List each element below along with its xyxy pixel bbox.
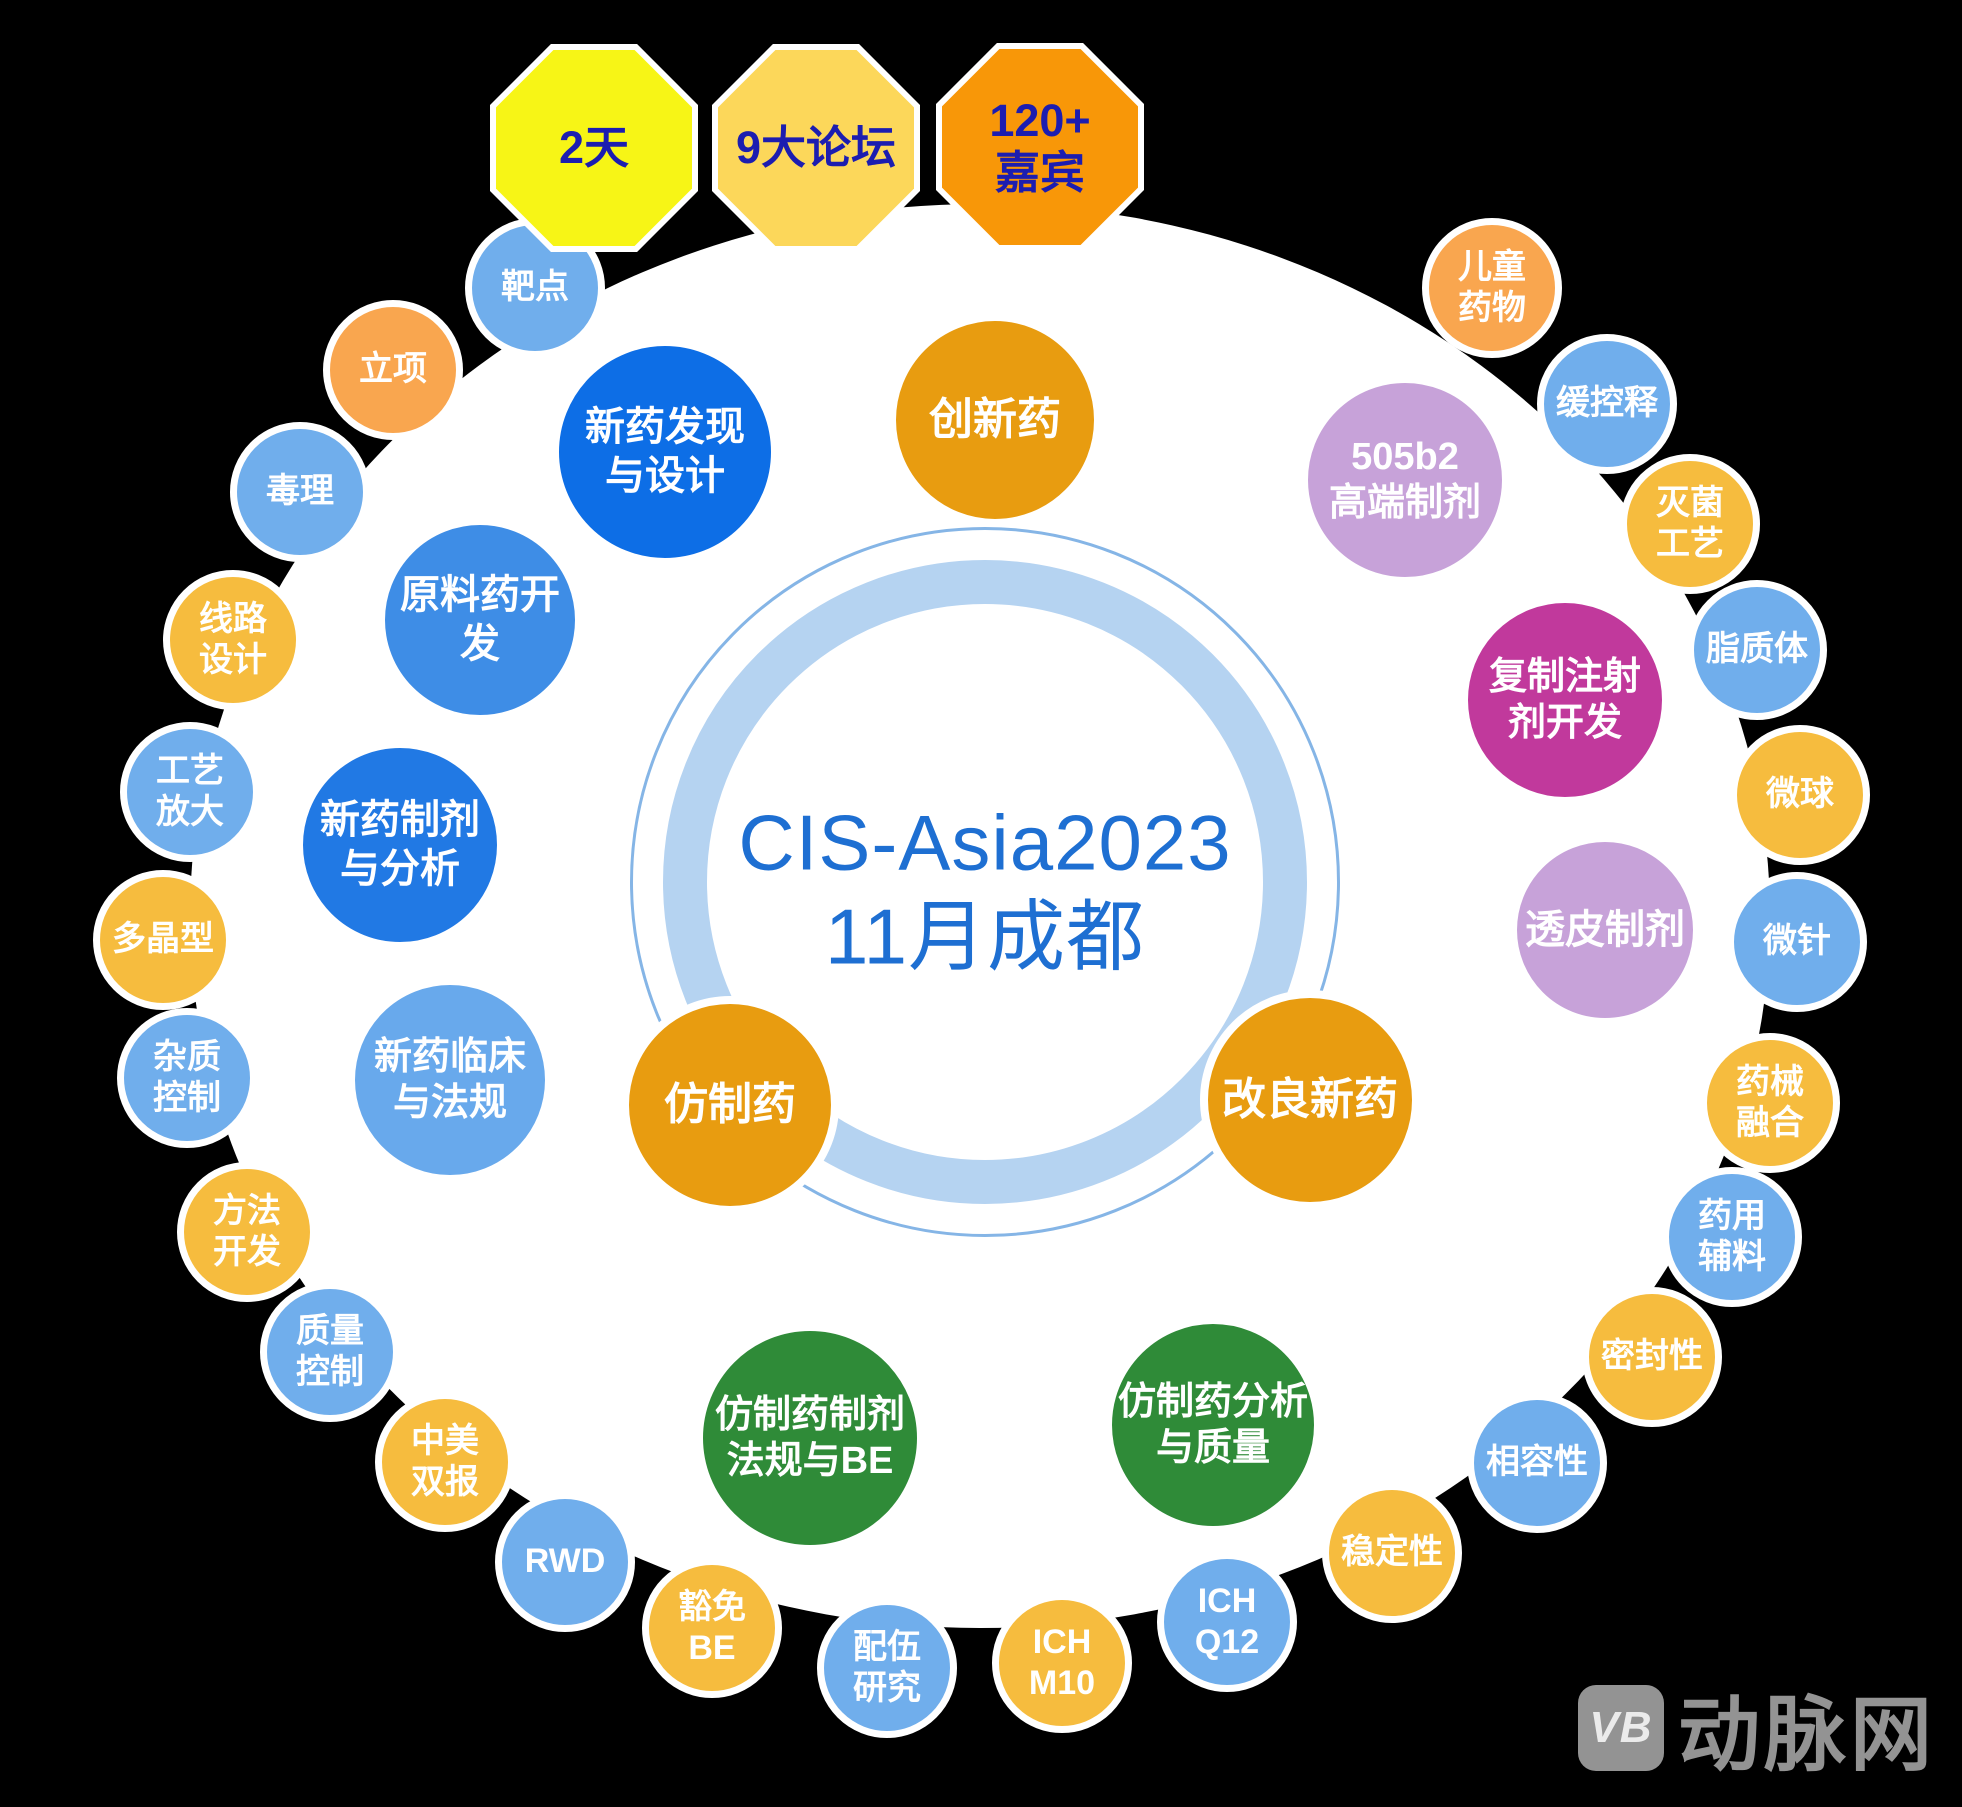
badge-shape: 9大论坛 <box>718 50 914 246</box>
node-ich-q12: ICH Q12 <box>1157 1552 1297 1692</box>
node-label: 仿制药 <box>664 1080 796 1130</box>
node-rwd: RWD <box>495 1492 635 1632</box>
node-excipients: 药用 辅料 <box>1662 1167 1802 1307</box>
node-high-end-505b2: 505b2 高端制剂 <box>1300 375 1510 585</box>
badge-forums: 9大论坛 <box>712 44 920 252</box>
node-transdermal: 透皮制剂 <box>1509 834 1701 1026</box>
node-ich-m10: ICH M10 <box>992 1593 1132 1733</box>
node-sterilization-process: 灭菌 工艺 <box>1620 454 1760 594</box>
watermark: VB 动脉网 <box>1577 1668 1936 1787</box>
watermark-logo-text: VB <box>1589 1702 1653 1752</box>
badge-label: 120+ 嘉宾 <box>989 95 1091 198</box>
node-label: 中美 双报 <box>411 1421 479 1501</box>
badge-shape: 2天 <box>496 50 692 246</box>
watermark-name: 动脉网 <box>1677 1690 1936 1781</box>
node-microsphere: 微球 <box>1730 725 1870 865</box>
node-stability: 稳定性 <box>1322 1483 1462 1623</box>
node-label: 新药制剂 与分析 <box>320 798 480 891</box>
node-label: 密封性 <box>1601 1337 1703 1376</box>
watermark-logo-icon: VB <box>1577 1684 1664 1771</box>
node-route-design: 线路 设计 <box>163 570 303 710</box>
node-label: 灭菌 工艺 <box>1656 483 1724 563</box>
node-new-drug-formulation-analysis: 新药制剂 与分析 <box>295 740 505 950</box>
node-label: 相容性 <box>1486 1443 1588 1482</box>
center-title: CIS-Asia2023 11月成都 <box>738 796 1231 983</box>
center-title-line2: 11月成都 <box>825 892 1145 980</box>
node-injectable-copy-dev: 复制注射 剂开发 <box>1460 595 1670 805</box>
node-label: 缓控释 <box>1556 384 1658 423</box>
node-label: ICH Q12 <box>1194 1581 1260 1661</box>
node-label: 改良新药 <box>1222 1075 1398 1125</box>
node-label: 质量 控制 <box>296 1311 364 1391</box>
node-label: 微球 <box>1766 775 1834 814</box>
badge-label: 2天 <box>558 122 630 174</box>
node-compatibility: 相容性 <box>1467 1393 1607 1533</box>
node-label: RWD <box>524 1542 606 1581</box>
node-container-closure: 密封性 <box>1582 1287 1722 1427</box>
node-label: 新药临床 与法规 <box>373 1035 526 1124</box>
node-label: 靶点 <box>501 268 569 307</box>
node-improved-new-drug: 改良新药 <box>1200 990 1420 1210</box>
node-label: 立项 <box>359 350 427 389</box>
node-label: 新药发现 与设计 <box>585 405 745 498</box>
node-label: 配伍 研究 <box>853 1627 921 1707</box>
node-generic-formulation-be: 仿制药制剂 法规与BE <box>695 1323 925 1553</box>
node-label: 多晶型 <box>112 920 214 959</box>
node-pediatric-drugs: 儿童 药物 <box>1422 218 1562 358</box>
node-label: 儿童 药物 <box>1458 247 1526 327</box>
node-label: 药用 辅料 <box>1698 1196 1766 1276</box>
node-impurity-control: 杂质 控制 <box>117 1008 257 1148</box>
node-label: 仿制药分析 与质量 <box>1117 1380 1308 1469</box>
node-label: ICH M10 <box>1028 1622 1096 1702</box>
node-label: 原料药开 发 <box>400 573 560 666</box>
node-api-development: 原料药开 发 <box>377 517 583 723</box>
badge-label: 9大论坛 <box>735 122 897 174</box>
node-process-scaleup: 工艺 放大 <box>120 722 260 862</box>
node-target: 靶点 <box>465 218 605 358</box>
node-generic-drug: 仿制药 <box>621 996 839 1214</box>
node-be-waiver: 豁免 BE <box>642 1558 782 1698</box>
node-label: 仿制药制剂 法规与BE <box>714 1393 905 1482</box>
node-label: 脂质体 <box>1706 630 1808 669</box>
node-microneedle: 微针 <box>1727 872 1867 1012</box>
node-label: 药械 融合 <box>1736 1062 1804 1142</box>
node-label: 505b2 高端制剂 <box>1328 435 1481 524</box>
node-label: 创新药 <box>929 395 1061 445</box>
badge-duration: 2天 <box>490 44 698 252</box>
badge-shape: 120+ 嘉宾 <box>942 49 1138 245</box>
node-label: 工艺 放大 <box>156 751 224 831</box>
node-sustained-release: 缓控释 <box>1537 334 1677 474</box>
node-innovation-drug: 创新药 <box>888 313 1102 527</box>
node-label: 复制注射 剂开发 <box>1488 655 1641 744</box>
node-compatibility-study: 配伍 研究 <box>817 1598 957 1738</box>
node-drug-device-combination: 药械 融合 <box>1700 1033 1840 1173</box>
badge-guests: 120+ 嘉宾 <box>936 43 1144 251</box>
center-title-line1: CIS-Asia2023 <box>738 798 1232 887</box>
node-drug-discovery-design: 新药发现 与设计 <box>551 338 779 566</box>
node-method-development: 方法 开发 <box>177 1162 317 1302</box>
node-label: 微针 <box>1763 922 1831 961</box>
node-polymorph: 多晶型 <box>93 870 233 1010</box>
node-label: 线路 设计 <box>199 599 267 679</box>
node-new-drug-clinical-regulatory: 新药临床 与法规 <box>347 977 553 1183</box>
node-toxicology: 毒理 <box>230 422 370 562</box>
node-label: 豁免 BE <box>678 1587 746 1667</box>
node-quality-control: 质量 控制 <box>260 1282 400 1422</box>
node-cn-us-dual-filing: 中美 双报 <box>375 1392 515 1532</box>
node-label: 透皮制剂 <box>1525 907 1685 952</box>
node-generic-analysis-quality: 仿制药分析 与质量 <box>1104 1316 1322 1534</box>
node-label: 方法 开发 <box>213 1191 281 1271</box>
node-project-initiation: 立项 <box>323 300 463 440</box>
node-liposome: 脂质体 <box>1687 580 1827 720</box>
node-label: 杂质 控制 <box>153 1037 221 1117</box>
node-label: 毒理 <box>266 472 334 511</box>
node-label: 稳定性 <box>1341 1533 1443 1572</box>
inner-ring-thin <box>630 527 1340 1237</box>
